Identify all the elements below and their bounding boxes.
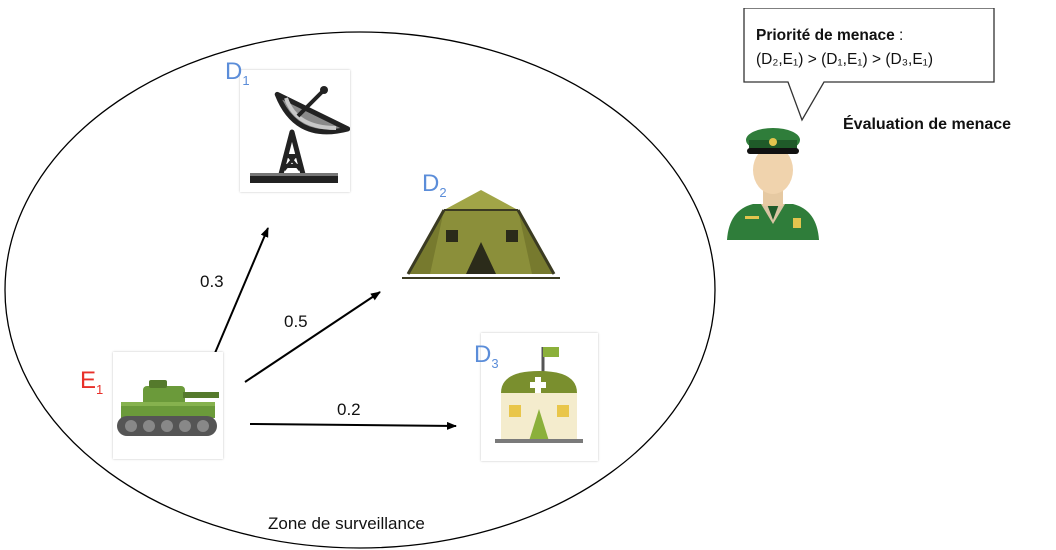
link-arrow-e1-d1 [214, 227, 269, 354]
asset-label-d2: D2 [422, 170, 447, 200]
asset-label-d1: D1 [225, 58, 250, 88]
asset-label-d3: D3 [474, 341, 499, 371]
link-arrow-e1-d3 [249, 421, 457, 430]
enemy-label-e1: E1 [80, 367, 104, 397]
link-weight-e1-d2: 0.5 [284, 312, 308, 331]
surveillance-zone-ellipse [4, 31, 716, 549]
military-officer-icon [723, 124, 823, 244]
link-weight-e1-d3: 0.2 [337, 400, 361, 419]
tent-icon [400, 188, 562, 280]
tank-icon [113, 352, 223, 459]
radar-dish-icon [240, 70, 350, 192]
threat-priority-title: Priorité de menace : [756, 27, 904, 44]
speech-bubble [743, 8, 995, 122]
threat-priority-box: Priorité de menace : (D₂,E₁) > (D₁,E₁) >… [756, 24, 996, 72]
threat-priority-order: (D₂,E₁) > (D₁,E₁) > (D₃,E₁) [756, 51, 934, 68]
link-arrow-e1-d2 [244, 291, 381, 383]
link-weight-e1-d1: 0.3 [200, 272, 224, 291]
threat-assessment-caption: Évaluation de menace [843, 116, 1012, 133]
field-hospital-icon [481, 333, 598, 461]
zone-label: Zone de surveillance [268, 514, 425, 533]
